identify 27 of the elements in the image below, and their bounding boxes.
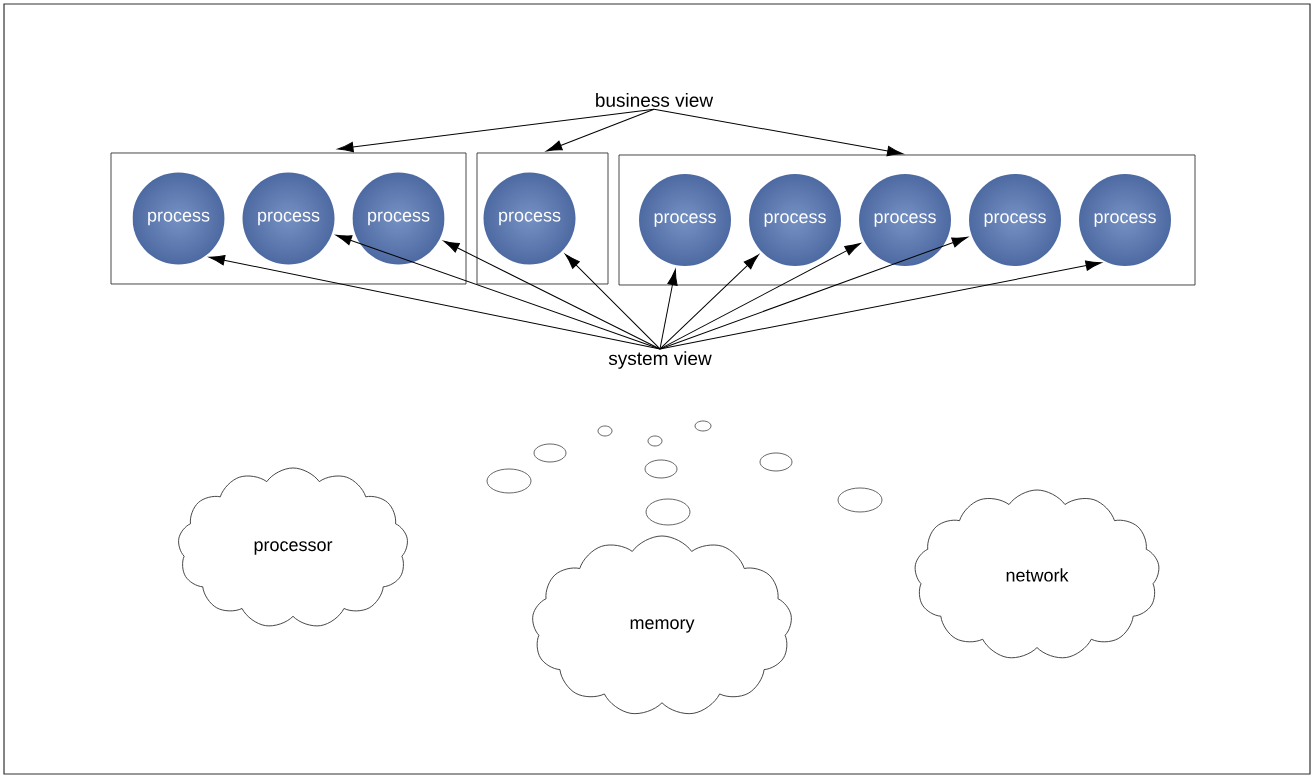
process-sphere: process	[499, 211, 561, 226]
arrow	[335, 234, 661, 350]
process-sphere: process	[1094, 213, 1156, 227]
process-sphere: process	[764, 213, 826, 227]
view-label: business view	[596, 93, 714, 107]
process-sphere: process	[984, 213, 1046, 227]
arrow	[659, 260, 1102, 350]
process-sphere: process	[874, 213, 936, 227]
resource-cloud: processor	[178, 467, 408, 627]
process-sphere: process	[148, 211, 210, 226]
group-box	[110, 152, 467, 285]
view-label: system view	[608, 351, 712, 369]
arrow	[564, 253, 661, 350]
resource-cloud: network	[914, 489, 1160, 659]
group-box	[618, 154, 1196, 286]
resource-cloud: memory	[532, 535, 792, 715]
process-sphere: process	[368, 211, 430, 226]
arrow	[443, 240, 661, 350]
process-sphere: process	[258, 211, 320, 226]
group-box	[476, 152, 609, 285]
arrow	[659, 269, 678, 350]
arrow	[653, 108, 904, 157]
arrow	[659, 243, 861, 350]
arrow	[546, 108, 655, 152]
arrow	[659, 254, 759, 350]
process-sphere: process	[654, 213, 716, 227]
arrow	[659, 236, 968, 350]
